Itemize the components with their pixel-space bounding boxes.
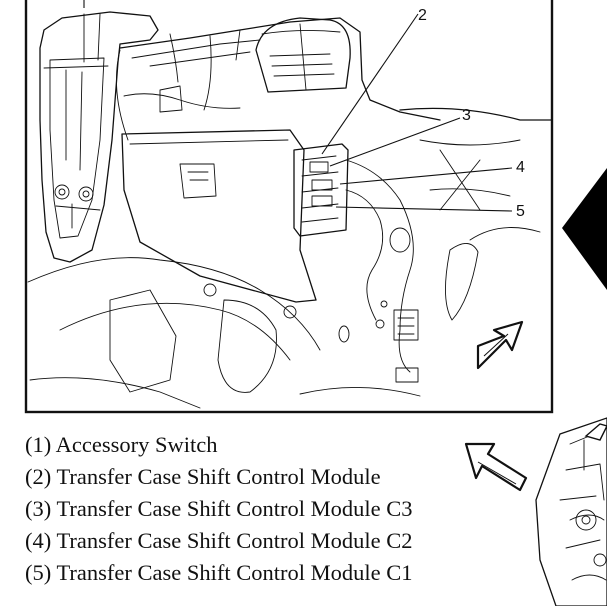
callout-4: 4	[516, 159, 525, 176]
legend-item-accessory-switch: (1) Accessory Switch	[25, 432, 218, 457]
legend-item-shift-control-module: (2) Transfer Case Shift Control Module	[25, 464, 381, 489]
main-view-frame	[24, 0, 554, 414]
component-legend: (1) Accessory Switch (2) Transfer Case S…	[25, 429, 413, 589]
transfer-case-shift-control-module	[293, 143, 349, 237]
view-pointer-icon	[562, 168, 607, 290]
callout-5: 5	[516, 203, 525, 220]
callout-3: 3	[462, 107, 471, 124]
leader-5	[335, 206, 513, 212]
leader-3	[329, 117, 461, 167]
legend-item-module-c3: (3) Transfer Case Shift Control Module C…	[25, 496, 413, 521]
forward-arrow-icon	[476, 320, 524, 370]
vehicle-overview-thumbnail	[535, 417, 607, 606]
legend-item-module-c2: (4) Transfer Case Shift Control Module C…	[25, 528, 413, 553]
leader-2	[321, 13, 419, 155]
direction-arrow-icon	[464, 442, 528, 492]
callout-2: 2	[418, 7, 427, 24]
vehicle-interior-drawing	[27, 11, 553, 409]
legend-item-module-c1: (5) Transfer Case Shift Control Module C…	[25, 560, 413, 585]
leader-4	[339, 167, 513, 185]
